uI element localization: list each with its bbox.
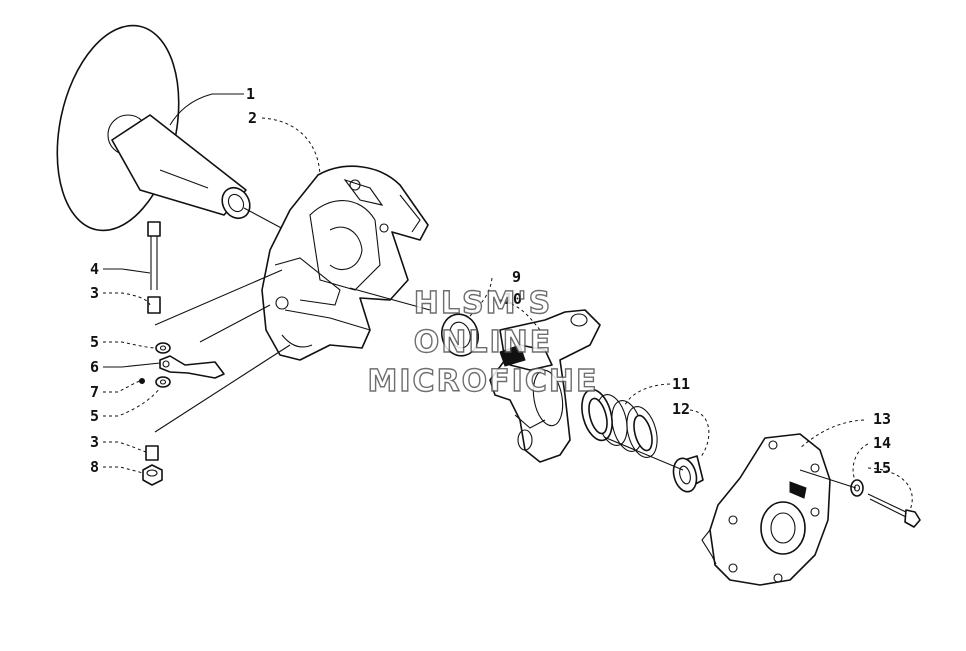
callout-10: 10	[504, 290, 522, 308]
callout-9: 9	[512, 268, 521, 286]
callout-3-upper: 3	[90, 284, 99, 302]
part-5-washer-upper	[155, 342, 171, 354]
callout-12: 12	[672, 400, 690, 418]
part-9-seal	[440, 313, 480, 357]
part-15-bolt	[867, 493, 921, 528]
part-3-bushing-lower	[145, 445, 159, 461]
part-11-spring	[581, 388, 658, 458]
callout-5-upper: 5	[90, 333, 99, 351]
callout-15: 15	[873, 459, 891, 477]
callout-3-lower: 3	[90, 433, 99, 451]
callout-7: 7	[90, 383, 99, 401]
part-10-spider	[489, 309, 601, 463]
part-8-nut	[142, 464, 163, 486]
callout-2: 2	[248, 109, 257, 127]
part-3-bushing-upper	[147, 296, 161, 314]
callout-14: 14	[873, 434, 891, 452]
part-12-bushing	[672, 455, 704, 493]
callout-1: 1	[246, 85, 255, 103]
callout-4: 4	[90, 260, 99, 278]
part-14-washer	[850, 479, 864, 497]
callout-13: 13	[873, 410, 891, 428]
callout-5-lower: 5	[90, 407, 99, 425]
callout-8: 8	[90, 458, 99, 476]
callout-11: 11	[672, 375, 690, 393]
watermark-line-3: MICROFICHE	[368, 364, 599, 399]
part-7-pin	[139, 378, 145, 384]
part-2-movable-sheave	[261, 165, 431, 361]
watermark-line-2: ONLINE	[414, 325, 553, 360]
part-5-washer-lower	[155, 376, 171, 388]
part-4-bolt	[147, 221, 161, 290]
callout-6: 6	[90, 358, 99, 376]
part-1-fixed-sheave	[56, 24, 301, 239]
part-6-cam-arm	[159, 355, 225, 379]
watermark-line-1: HLSM'S	[414, 286, 552, 321]
part-13-cover	[701, 433, 831, 586]
